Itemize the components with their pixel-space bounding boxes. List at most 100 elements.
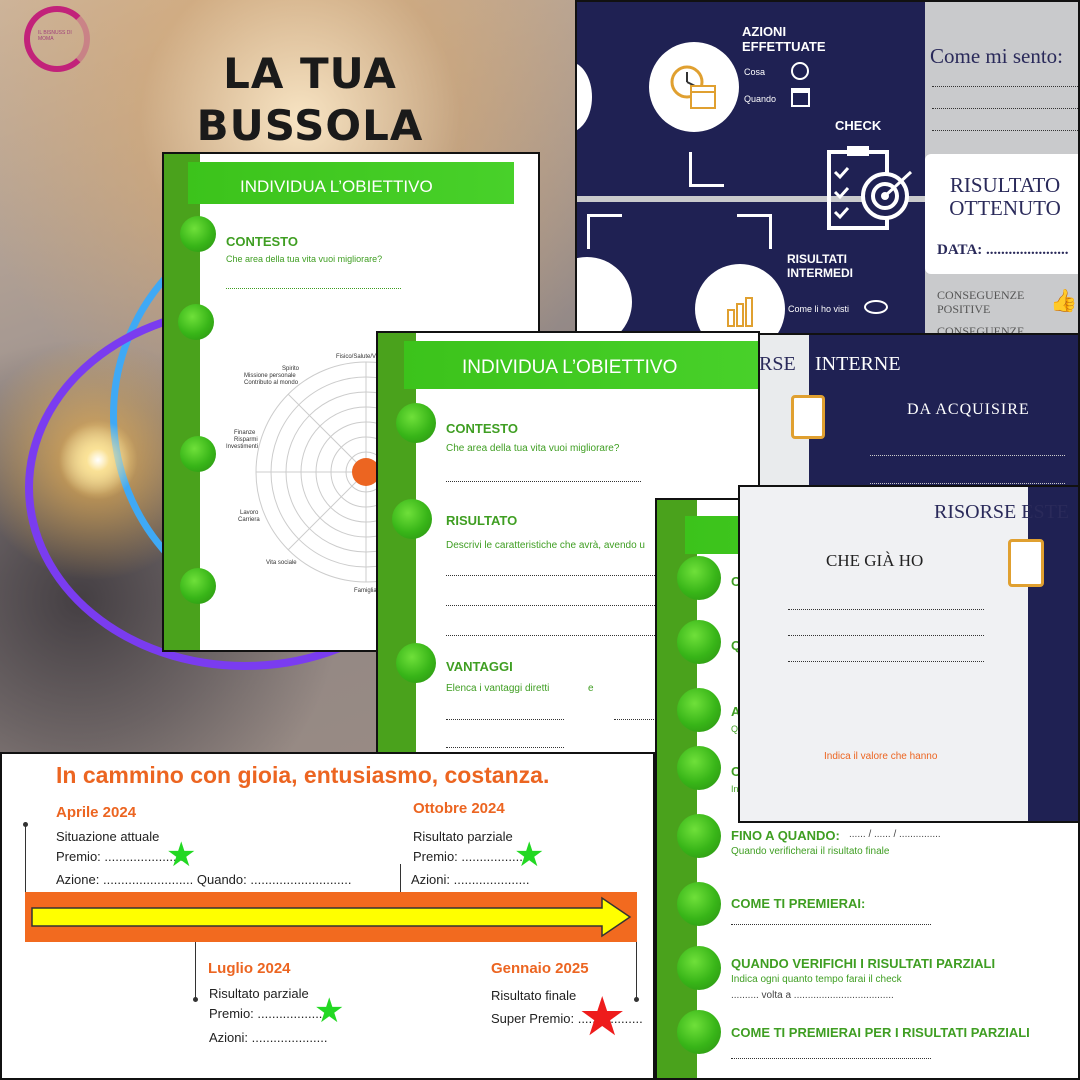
page-2-contesto-line	[446, 481, 641, 482]
feeling-line-1	[932, 86, 1078, 87]
page-2-vantaggi-text-2: e	[588, 683, 594, 694]
bracket-tl-1	[689, 152, 724, 187]
result-card: RISULTATO OTTENUTO DATA: ...............…	[925, 154, 1078, 274]
page-3-verifichi-title: QUANDO VERIFICHI I RISULTATI PARZIALI	[731, 956, 996, 971]
green-star-1: ★	[166, 836, 197, 874]
ring-hole-1	[180, 216, 216, 252]
green-star-2: ★	[514, 836, 545, 874]
intermediate-title: RISULTATI INTERMEDI	[787, 252, 853, 280]
chart-circle	[695, 264, 785, 333]
timeline-panel: In cammino con gioia, entusiasmo, costan…	[0, 752, 655, 1080]
owned-line-3	[788, 661, 984, 662]
brand-logo: IL BISNUSS DI MOMA	[24, 6, 90, 72]
milestone-4-line-1: Risultato finale	[491, 988, 577, 1003]
external-navy-strip	[1028, 487, 1078, 821]
page-2-contesto-text: Che area della tua vita vuoi migliorare?	[446, 443, 620, 454]
ring-hole-3	[396, 643, 436, 683]
milestone-1-line-2: Premio: ......................	[56, 849, 184, 864]
page-3-fino-fill: ...... / ...... / ...............	[849, 829, 941, 840]
milestone-1-date: Aprile 2024	[56, 804, 137, 821]
wheel-label-carriera: Carriera	[238, 517, 260, 523]
feeling-line-3	[932, 130, 1078, 131]
milestone-4-date: Gennaio 2025	[491, 960, 589, 977]
timeline-arrow	[31, 896, 632, 938]
wheel-label-risparmi: Risparmi	[234, 437, 258, 443]
page-2-risultato-title: RISULTATO	[446, 513, 518, 528]
wheel-label-investimenti: Investimenti	[226, 444, 259, 450]
result-date: DATA: ......................	[937, 242, 1069, 258]
check-panel: AZIONI EFFETTUATE Cosa Quando CHECK RISU…	[575, 0, 1080, 335]
marker-line-1	[25, 824, 26, 894]
milestone-3-line-2: Premio: ...................	[209, 1006, 327, 1021]
bracket-br	[737, 214, 772, 249]
red-star: ★	[578, 987, 627, 1047]
ring-hole-4	[180, 568, 216, 604]
page-3-partial-6: In	[731, 784, 739, 794]
clipboard-icon	[1008, 539, 1044, 587]
ring-hole-2	[392, 499, 432, 539]
acquire-line-1	[870, 455, 1065, 456]
marker-line-4	[636, 940, 637, 1000]
wheel-center	[352, 458, 380, 486]
milestone-2-line-3: Azioni: .....................	[411, 872, 530, 887]
calendar-small-icon	[791, 88, 810, 107]
result-title: RISULTATO OTTENUTO	[949, 173, 1061, 220]
wheel-label-vita-sociale: Vita sociale	[266, 560, 297, 566]
clock-calendar-circle	[649, 42, 739, 132]
target-small-icon	[791, 62, 809, 80]
wheel-label-lavoro: Lavoro	[240, 510, 259, 516]
page-2-banner: INDIVIDUA L’OBIETTIVO	[404, 341, 758, 389]
come-mi-sento: Come mi sento:	[930, 44, 1063, 68]
wheel-label-finanze: Finanze	[234, 430, 256, 436]
bracket-bl	[587, 214, 622, 249]
positive-consequences: CONSEGUENZE POSITIVE	[937, 288, 1025, 316]
ring-hole-7	[677, 946, 721, 990]
clock-calendar-icon	[670, 65, 716, 109]
title-line-2: BUSSOLA	[196, 101, 424, 150]
page-2-spine	[378, 333, 416, 759]
page-2-vantaggi-line-2	[614, 719, 664, 720]
ring-hole-3	[180, 436, 216, 472]
milestone-3-line-1: Risultato parziale	[209, 986, 309, 1001]
page-3-partial-2: Q	[731, 638, 742, 653]
page-1-section-title: CONTESTO	[226, 234, 298, 249]
milestone-2-date: Ottobre 2024	[413, 800, 505, 817]
page-2-vantaggi-text: Elenca i vantaggi diretti	[446, 683, 550, 694]
page-2-risultato-line-1	[446, 575, 661, 576]
page-2-risultato-text: Descrivi le caratteristiche che avrà, av…	[446, 540, 645, 551]
page-3-verifichi-fill: .......... volta a .....................…	[731, 990, 894, 1001]
ring-hole-1	[677, 556, 721, 600]
page-3-fino-title: FINO A QUANDO:	[731, 828, 840, 843]
internal-title-partial: RSE	[759, 353, 796, 375]
page-1-banner: INDIVIDUA L’OBIETTIVO	[188, 162, 514, 204]
owned-line-2	[788, 635, 984, 636]
che-gia-ho-label: CHE GIÀ HO	[826, 551, 924, 570]
negative-consequences: CONSEGUENZE	[937, 324, 1025, 335]
page-3-premi-parziali-line	[731, 1058, 931, 1059]
milestone-1-line-1: Situazione attuale	[56, 829, 160, 844]
feeling-line-2	[932, 108, 1078, 109]
page-3-premi-line	[731, 924, 931, 925]
ring-hole-3	[677, 688, 721, 732]
ring-hole-2	[178, 304, 214, 340]
milestone-4-line-2: Super Premio: ..................	[491, 1011, 643, 1026]
internal-content-card	[809, 385, 1078, 496]
horizontal-divider	[577, 196, 925, 202]
clipboard-icon	[791, 395, 825, 439]
external-resources-panel: RISORSE ESTE CHE GIÀ HO Indica il valore…	[738, 485, 1080, 823]
indica-valore-text: Indica il valore che hanno	[824, 751, 938, 762]
timeline-headline: In cammino con gioia, entusiasmo, costan…	[56, 762, 550, 788]
page-1-question: Che area della tua vita vuoi migliorare?	[226, 254, 383, 264]
quando-label: Quando	[744, 94, 777, 104]
owned-line-1	[788, 609, 984, 610]
wheel-label-contributo: Contributo al mondo	[244, 380, 299, 386]
page-2-header: INDIVIDUA L’OBIETTIVO	[462, 357, 678, 378]
milestone-3-line-3: Azioni: .....................	[209, 1030, 328, 1045]
page-3-partial-4: Q	[731, 724, 739, 734]
page-3-premi-title: COME TI PREMIERAI:	[731, 896, 866, 911]
internal-resources-panel: RSE INTERNE DA ACQUISIRE	[755, 333, 1080, 498]
page-3-premi-parziali-title: COME TI PREMIERAI PER I RISULTATI PARZIA…	[731, 1025, 1030, 1040]
da-acquisire-label: DA ACQUISIRE	[907, 401, 1030, 418]
page-2-risultato-line-2	[446, 605, 661, 606]
bracket-tl-2	[577, 62, 592, 132]
